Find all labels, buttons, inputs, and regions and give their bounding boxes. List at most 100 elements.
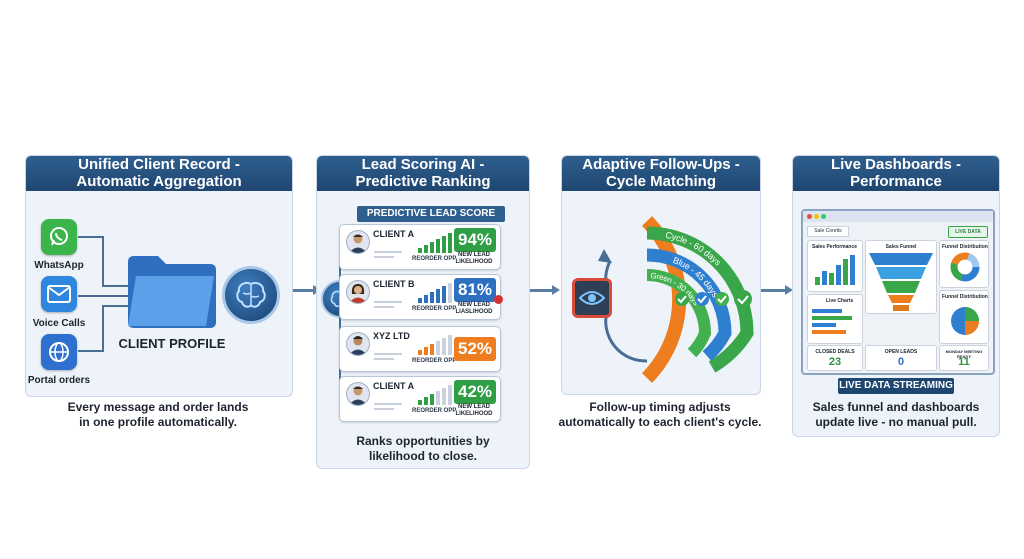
score-bar <box>418 298 422 303</box>
lead-subtitle: REORDER OPP <box>412 306 457 312</box>
panel-3-title-line1: Adaptive Follow-Ups - <box>582 156 740 173</box>
cycle-arc-30-days <box>646 269 712 358</box>
lead-note-line2: LIASLIHOOD <box>455 309 493 315</box>
lead-score-badge: 52% <box>454 337 496 361</box>
lead-note-line2: LIKELIHOOD <box>455 411 493 417</box>
kpi-value: 0 <box>897 356 905 368</box>
cycle-arcs: Cycle - 60 days Blue - 45 days Green - 3… <box>598 216 754 383</box>
score-bar <box>436 289 440 303</box>
lead-score-bars <box>418 385 452 405</box>
lead-name: CLIENT A <box>373 381 415 391</box>
avatar-icon <box>346 230 370 254</box>
lead-card-3: XYZ LTD REORDER OPP 52% <box>339 326 501 372</box>
score-bar <box>424 245 428 253</box>
widget-title: Sales Performance <box>812 244 858 250</box>
lead-detail-lines <box>374 301 402 311</box>
kpi-value: 23 <box>828 356 842 368</box>
panel-4-caption-line2: update live - no manual pull. <box>815 415 977 429</box>
dashboard-window: Sale Coretts LIVE DATA Sales Performance… <box>801 209 995 375</box>
lead-subtitle: REORDER OPP <box>412 358 457 364</box>
alert-icon <box>494 295 503 304</box>
lead-note-line2: LIKELIHOOD <box>455 259 493 265</box>
panel-4-caption: Sales funnel and dashboards update live … <box>793 400 999 430</box>
panel-3-caption-line1: Follow-up timing adjusts <box>589 400 731 414</box>
panel-4-title-line2: Performance <box>850 173 942 190</box>
globe-icon <box>41 334 77 370</box>
lead-score-badge: 42% <box>454 380 496 404</box>
pie-chart-icon <box>951 307 979 335</box>
window-minimize-dot <box>814 214 819 219</box>
avatar-icon <box>346 382 370 406</box>
live-charts-widget: Live Charts <box>807 294 863 344</box>
panel-2-title: Lead Scoring AI - Predictive Ranking <box>317 156 529 191</box>
cycle-return-arrow <box>604 310 648 363</box>
mail-icon <box>41 276 77 312</box>
lead-detail-lines <box>374 403 402 413</box>
panel-2-caption-line1: Ranks opportunities by <box>356 434 490 448</box>
donut-chart-icon <box>950 252 980 282</box>
lead-note-line1: NEW LEAD <box>458 302 490 308</box>
score-bar <box>448 385 452 405</box>
score-bar <box>448 283 452 303</box>
check-icons <box>675 290 752 308</box>
folder-icon <box>128 256 216 328</box>
panel-lead-scoring: Lead Scoring AI - Predictive Ranking PRE… <box>316 155 530 469</box>
kpi-monday-meeting-ready: MONDAY MEETING READY 11 <box>939 345 989 371</box>
widget-title: Funnel Distribution <box>942 294 988 300</box>
widget-title: Sales Funnel <box>885 244 917 250</box>
avatar-icon <box>346 332 370 356</box>
panel-1-title-line1: Unified Client Record - <box>78 156 240 173</box>
score-bar <box>430 242 434 253</box>
horizontal-bars-icon <box>812 309 852 334</box>
panel-1-caption: Every message and order lands in one pro… <box>25 400 291 430</box>
dashboard-tab[interactable]: Sale Coretts <box>807 226 849 237</box>
widget-title: Live Charts <box>826 298 854 304</box>
panel-adaptive-follow-ups: Adaptive Follow-Ups - Cycle Matching Cyc… <box>561 155 761 395</box>
funnel-distribution-widget-top: Funnel Distribution <box>939 240 989 288</box>
kpi-value: 11 <box>958 356 970 368</box>
cycle-arc-45-days <box>646 248 732 361</box>
score-bar <box>418 248 422 253</box>
sales-funnel-widget: Sales Funnel <box>865 240 937 314</box>
widget-title: Funnel Distribution <box>942 244 988 250</box>
panel-2-caption-line2: likelihood to close. <box>368 449 478 463</box>
score-bar <box>448 233 452 253</box>
funnel-distribution-widget-bottom: Funnel Distribution <box>939 290 989 344</box>
window-maximize-dot <box>821 214 826 219</box>
panel-4-caption-line1: Sales funnel and dashboards <box>812 400 980 414</box>
score-bar <box>424 347 428 355</box>
score-bar <box>436 341 440 355</box>
panel-2-title-line2: Predictive Ranking <box>355 173 491 190</box>
whatsapp-icon <box>41 219 77 255</box>
kpi-label: CLOSED DEALS <box>815 349 855 355</box>
lead-detail-lines <box>374 251 402 261</box>
kpi-open-leads: OPEN LEADS 0 <box>865 345 937 371</box>
lead-note-line1: NEW LEAD <box>458 404 490 410</box>
cycle-arc-60-days <box>646 226 754 373</box>
panel-1-title: Unified Client Record - Automatic Aggreg… <box>26 156 292 191</box>
score-bar <box>430 344 434 355</box>
brain-icon <box>222 266 280 324</box>
panel-1-caption-line2: in one profile automatically. <box>79 415 237 429</box>
panel-3-caption-line2: automatically to each client's cycle. <box>558 415 762 429</box>
lead-name: CLIENT A <box>373 229 415 239</box>
flow-arrow-1 <box>293 285 321 295</box>
live-data-badge: LIVE DATA <box>948 226 988 238</box>
panel-live-dashboards: Live Dashboards - Performance Sale Coret… <box>792 155 1000 437</box>
window-titlebar <box>803 211 993 222</box>
lead-name: XYZ LTD <box>373 331 410 341</box>
lead-detail-lines <box>374 353 402 363</box>
panel-3-caption: Follow-up timing adjusts automatically t… <box>555 400 765 430</box>
kpi-closed-deals: CLOSED DEALS 23 <box>807 345 863 371</box>
window-close-dot <box>807 214 812 219</box>
channel-label-portal-orders: Portal orders <box>27 375 91 386</box>
score-bar <box>442 286 446 303</box>
score-bar <box>436 239 440 253</box>
kpi-label: MONDAY MEETING READY <box>945 349 983 359</box>
